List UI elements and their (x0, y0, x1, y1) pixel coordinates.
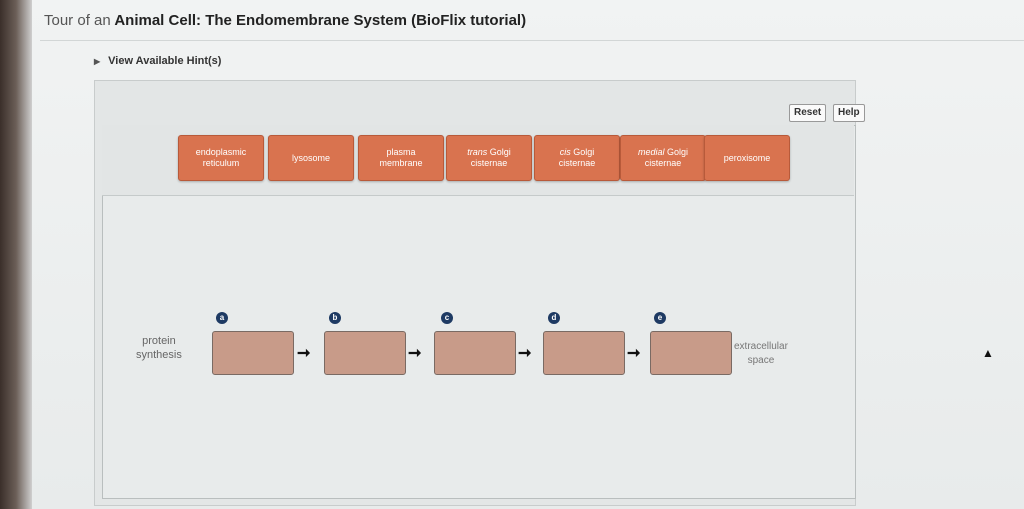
hints-label: View Available Hint(s) (108, 55, 222, 67)
tile-text-line2: cisternae (644, 158, 682, 168)
tile-text-line2: reticulum (202, 158, 240, 168)
label-lysosome[interactable]: lysosome (268, 135, 354, 181)
tile-text-line2: cisternae (558, 158, 596, 168)
help-button[interactable]: Help (833, 104, 865, 122)
tile-text-line1: Golgi (573, 147, 595, 157)
target-badge-b: b (329, 312, 341, 324)
target-badge-d: d (548, 312, 560, 324)
tile-text-line1: peroxisome (723, 152, 771, 163)
target-badge-e: e (654, 312, 666, 324)
arrow-right-icon: ➞ (408, 345, 422, 362)
title-divider (40, 40, 1024, 41)
drop-target-d[interactable] (543, 331, 625, 375)
title-main: Animal Cell: The Endomembrane System (Bi… (114, 12, 527, 29)
target-badge-c: c (441, 312, 453, 324)
drop-target-c[interactable] (434, 331, 516, 375)
tile-text-line2: membrane (379, 158, 423, 168)
photo-edge (0, 0, 32, 509)
mouse-cursor-icon: ▲ (982, 346, 994, 360)
tile-text-line1: Golgi (489, 147, 511, 157)
start-line2: synthesis (136, 349, 182, 361)
target-badge-a: a (216, 312, 228, 324)
reset-button[interactable]: Reset (789, 104, 827, 122)
tile-italic: cis (559, 147, 571, 157)
drop-target-e[interactable] (650, 331, 732, 375)
tile-text-line1: lysosome (291, 152, 330, 163)
pathway-start-label: protein synthesis (136, 334, 182, 362)
label-peroxisome[interactable]: peroxisome (704, 135, 790, 181)
tile-text-line1: Golgi (667, 147, 689, 157)
arrow-right-icon: ➞ (518, 345, 532, 362)
page-title: Tour of an Animal Cell: The Endomembrane… (44, 12, 526, 29)
pathway-end-label: extracellular space (734, 340, 788, 368)
end-line2: space (747, 355, 775, 366)
tile-text-line1: plasma (386, 147, 416, 157)
drop-target-b[interactable] (324, 331, 406, 375)
tile-italic: medial (637, 147, 665, 157)
caret-right-icon: ▶ (94, 56, 101, 66)
tile-italic: trans (467, 147, 488, 157)
title-prefix: Tour of an (44, 12, 111, 29)
start-line1: protein (142, 335, 176, 347)
arrow-right-icon: ➞ (297, 345, 311, 362)
tile-text-line1: endoplasmic (195, 147, 247, 157)
view-hints-toggle[interactable]: ▶ View Available Hint(s) (94, 55, 221, 67)
arrow-right-icon: ➞ (627, 345, 641, 362)
end-line1: extracellular (734, 341, 788, 352)
drop-target-a[interactable] (212, 331, 294, 375)
tile-text-line2: cisternae (470, 158, 508, 168)
